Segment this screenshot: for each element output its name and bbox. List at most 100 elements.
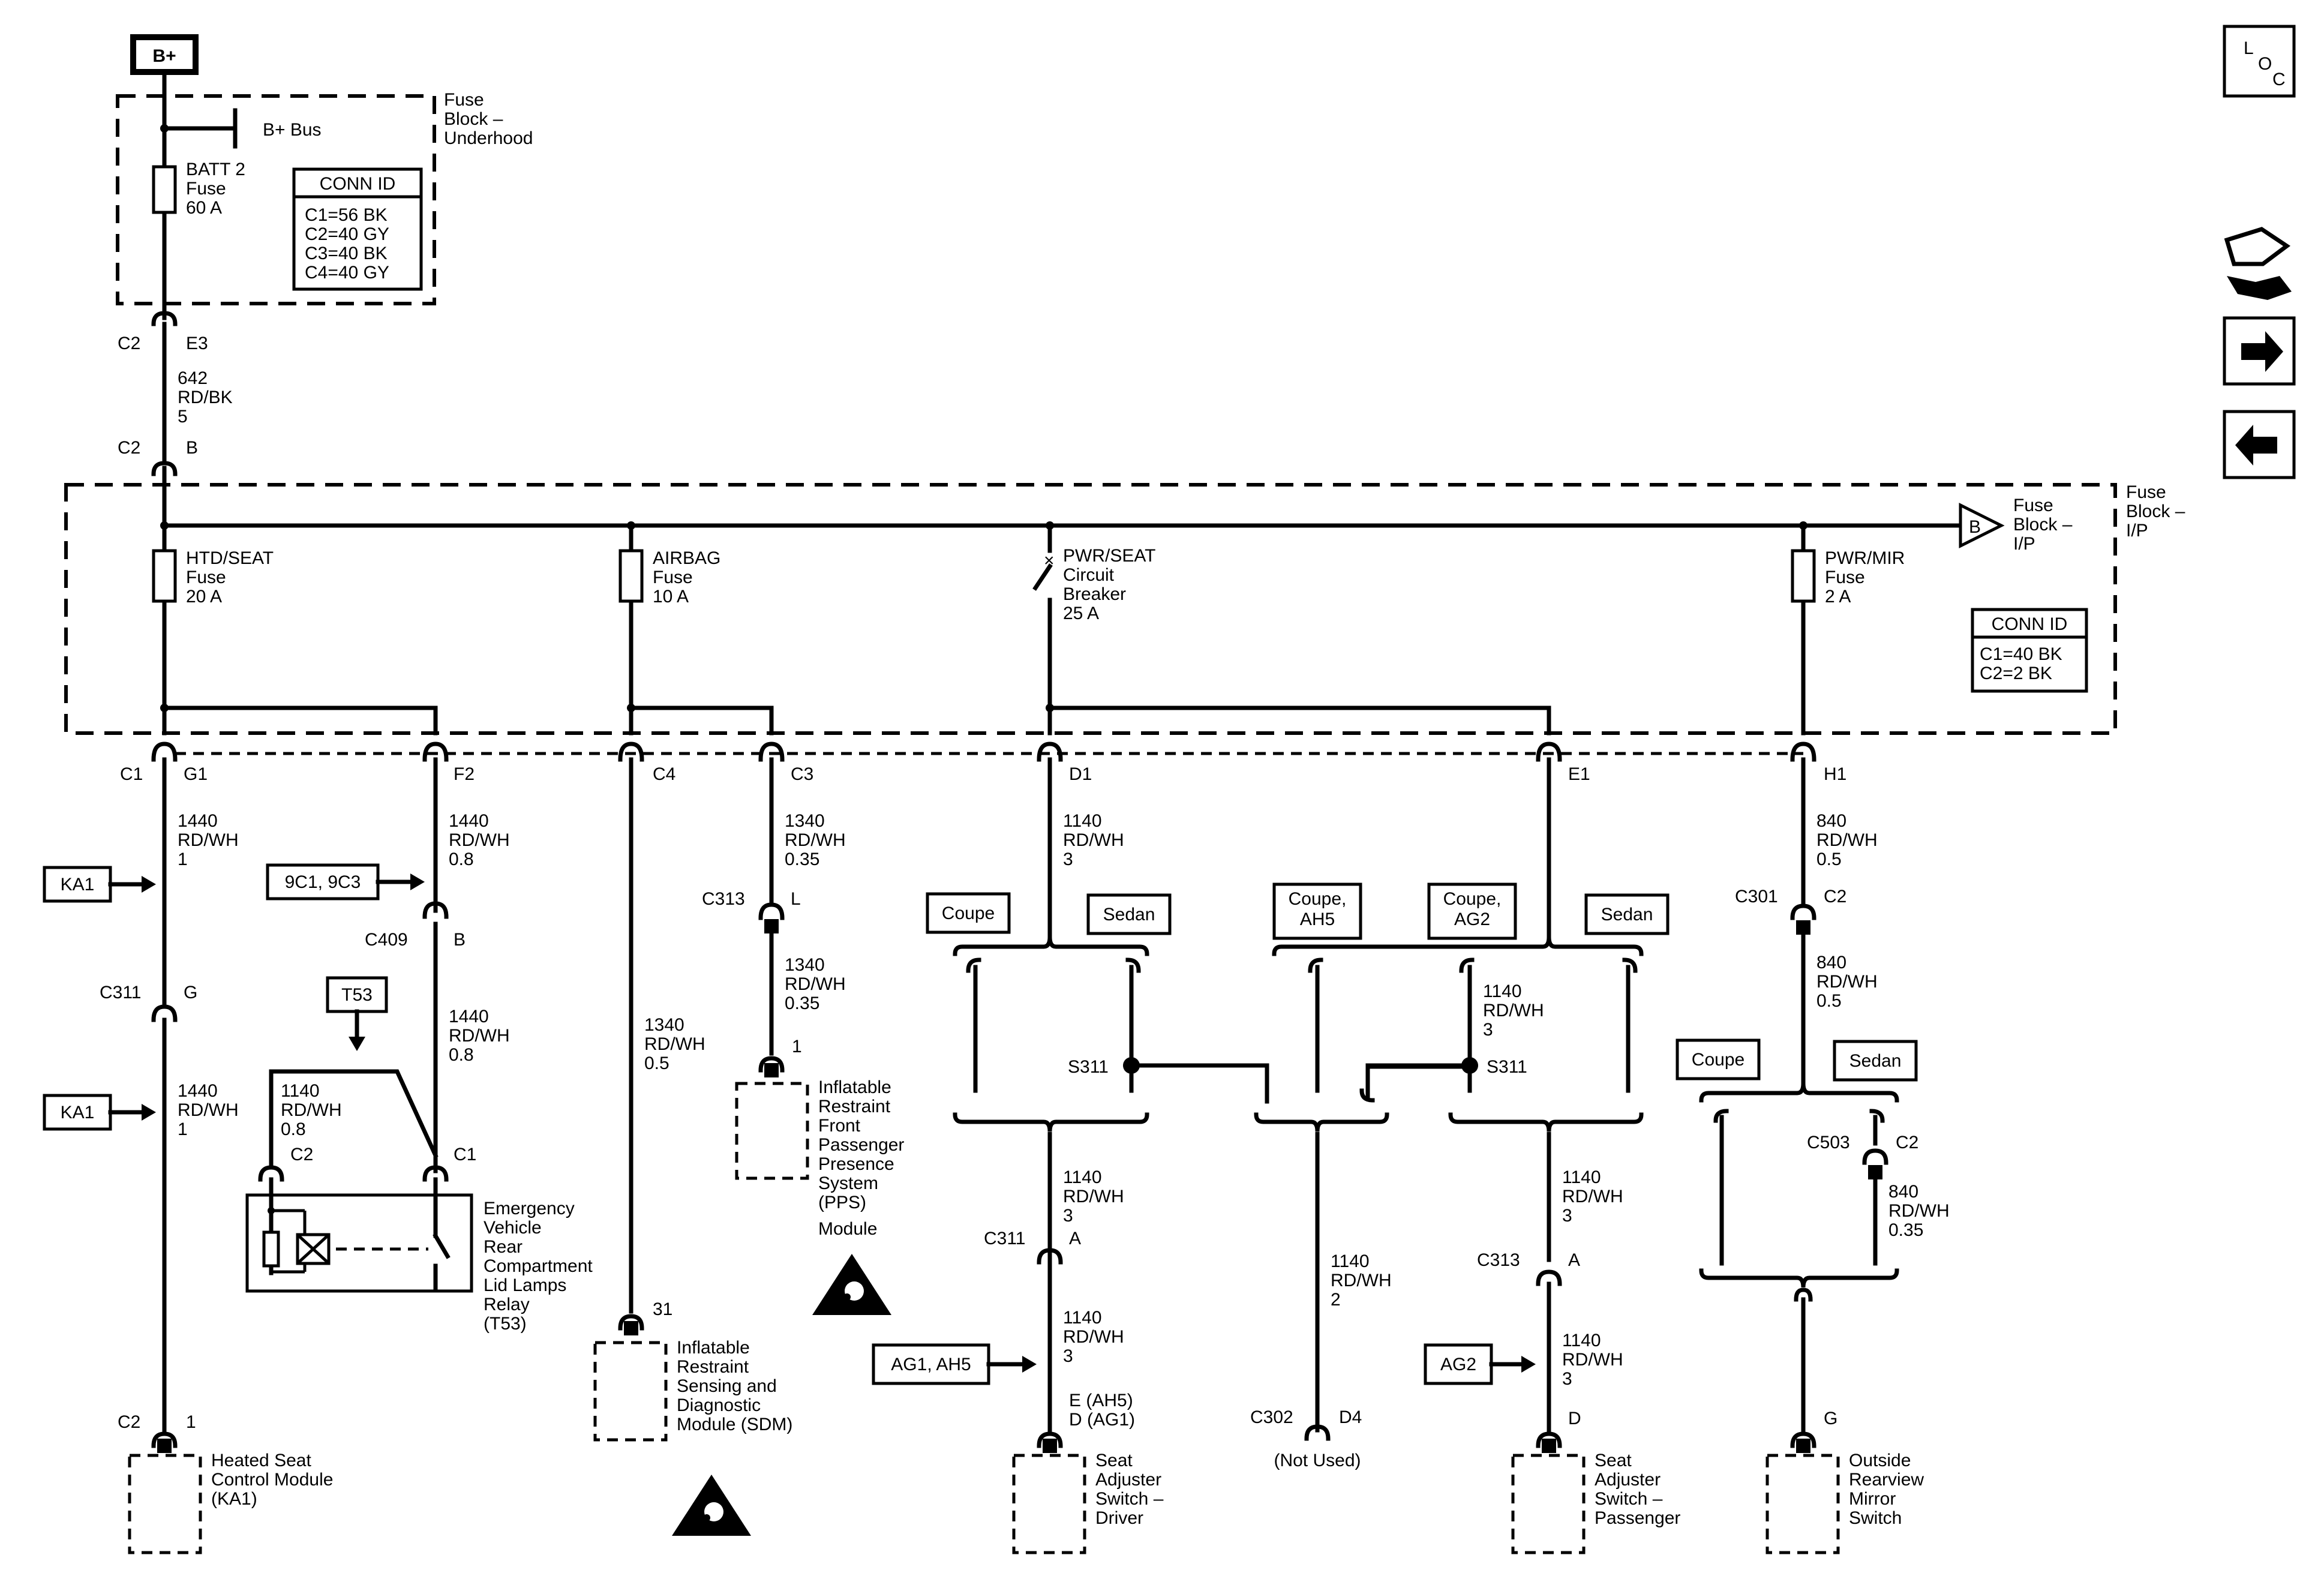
connector-label: C4 bbox=[653, 764, 675, 784]
fuse-label: Circuit bbox=[1063, 565, 1115, 585]
heated-seat-circuit: 1440 RD/WH 1 KA1 C311 G KA1 1440 RD/WH 1… bbox=[43, 757, 333, 1554]
connector-label: C2 bbox=[290, 1145, 313, 1164]
wire-gauge: 5 bbox=[178, 407, 188, 427]
connector-label: C409 bbox=[365, 930, 408, 950]
fuse-label: HTD/SEAT bbox=[186, 548, 274, 568]
wire-color: RD/WH bbox=[281, 1100, 342, 1120]
option-tag-ka1[interactable]: KA1 bbox=[43, 866, 156, 903]
diagnostic-tool-icon[interactable] bbox=[2224, 227, 2292, 300]
ip-arrow-text: Block – bbox=[2013, 515, 2073, 535]
module-label: Adjuster bbox=[1095, 1470, 1161, 1490]
option-tag-9c1-9c3[interactable]: 9C1, 9C3 bbox=[266, 863, 425, 900]
module-label: Emergency bbox=[484, 1199, 575, 1218]
airbag-fuse-symbol bbox=[618, 549, 644, 603]
option-tag-sedan-passenger[interactable]: Sedan bbox=[1584, 893, 1670, 935]
conn-id-title: CONN ID bbox=[320, 174, 396, 194]
option-tag-ag1-ah5[interactable]: AG1, AH5 bbox=[872, 1343, 1037, 1385]
back-arrow-button[interactable] bbox=[2223, 410, 2296, 479]
pwr-mir-fuse-symbol bbox=[1791, 549, 1816, 603]
wire-color: RD/WH bbox=[785, 974, 846, 994]
option-tag-coupe-ah5[interactable]: Coupe, AH5 bbox=[1272, 882, 1362, 940]
wire-color: RD/WH bbox=[1331, 1271, 1392, 1290]
pin-label: C2 bbox=[1824, 887, 1846, 906]
option-tag-sedan[interactable]: Sedan bbox=[1086, 893, 1172, 935]
module-label: Diagnostic bbox=[677, 1395, 761, 1415]
module-label: Relay bbox=[484, 1295, 530, 1314]
pin-label: L bbox=[791, 889, 801, 909]
pin-label: 1 bbox=[186, 1412, 196, 1432]
module-label: Seat bbox=[1095, 1451, 1133, 1470]
wire-number: 840 bbox=[1888, 1182, 1918, 1202]
wire-color: RD/WH bbox=[449, 830, 510, 850]
connector-label: C313 bbox=[1477, 1250, 1520, 1270]
module-label: Module bbox=[818, 1219, 877, 1239]
wire-number: 1340 bbox=[785, 955, 825, 975]
fuse-label: AIRBAG bbox=[653, 548, 720, 568]
module-label: Restraint bbox=[818, 1097, 891, 1116]
wire-color: RD/WH bbox=[1063, 1187, 1124, 1206]
airbag-warning-icon bbox=[812, 1254, 891, 1315]
module-label: Heated Seat bbox=[211, 1451, 311, 1470]
option-label: Sedan bbox=[1103, 905, 1155, 924]
connector-label: C3 bbox=[791, 764, 813, 784]
ip-arrow-text: Fuse bbox=[2013, 496, 2053, 515]
module-label: Compartment bbox=[484, 1256, 593, 1276]
arrow-left-icon bbox=[2235, 425, 2277, 466]
conn-id-row: C2=40 GY bbox=[305, 224, 389, 244]
module-label: Inflatable bbox=[677, 1338, 750, 1358]
pin-label: G bbox=[184, 983, 197, 1002]
module-label: Sensing and bbox=[677, 1376, 777, 1396]
wire-number: 642 bbox=[178, 368, 208, 388]
module-label: (KA1) bbox=[211, 1489, 257, 1509]
wire-gauge: 0.35 bbox=[785, 849, 819, 869]
pin-label: D1 bbox=[1069, 764, 1092, 784]
connector-label: C302 bbox=[1250, 1407, 1293, 1427]
wire-color: RD/WH bbox=[178, 1100, 239, 1120]
underhood-title-1: Fuse bbox=[444, 90, 484, 110]
conn-id-row: C2=2 BK bbox=[1980, 664, 2052, 683]
pin-label: B bbox=[454, 930, 466, 950]
option-tag-ag2[interactable]: AG2 bbox=[1424, 1343, 1536, 1385]
module-label: Mirror bbox=[1849, 1489, 1896, 1509]
forward-arrow-button[interactable] bbox=[2223, 316, 2296, 386]
pwr-seat-circuit-breaker-symbol: × bbox=[1032, 551, 1055, 591]
module-label: Switch – bbox=[1595, 1489, 1663, 1509]
pin-label: E1 bbox=[1568, 764, 1590, 784]
wire-number: 1440 bbox=[178, 1081, 218, 1101]
option-tag-coupe-ag2[interactable]: Coupe, AG2 bbox=[1427, 882, 1517, 940]
fuse-label: Fuse bbox=[653, 568, 693, 587]
ip-block-arrow bbox=[1959, 502, 2005, 549]
wire-gauge: 3 bbox=[1063, 849, 1073, 869]
fuse-label: 25 A bbox=[1063, 604, 1099, 623]
bplus-bus-label: B+ Bus bbox=[263, 120, 322, 140]
fuse-label: PWR/MIR bbox=[1825, 548, 1905, 568]
wire-number: 1140 bbox=[1063, 1308, 1102, 1328]
module-label: Module (SDM) bbox=[677, 1415, 792, 1434]
fuse-label: 10 A bbox=[653, 587, 689, 607]
loc-button[interactable]: L O C bbox=[2223, 25, 2296, 98]
option-label: Coupe, bbox=[1289, 889, 1347, 909]
option-tag-sedan-mirror[interactable]: Sedan bbox=[1833, 1040, 1918, 1082]
wire-color: RD/WH bbox=[1483, 1001, 1544, 1020]
ip-block-arrow-label: B bbox=[1969, 517, 1981, 537]
option-tag-t53[interactable]: T53 bbox=[326, 976, 388, 1051]
option-label: AH5 bbox=[1300, 909, 1335, 929]
wire-color: RD/BK bbox=[178, 388, 233, 407]
module-label: Seat bbox=[1595, 1451, 1632, 1470]
wire-gauge: 2 bbox=[1331, 1290, 1341, 1310]
option-tag-ka1-lower[interactable]: KA1 bbox=[43, 1094, 156, 1131]
pin-label: E (AH5) bbox=[1069, 1391, 1133, 1410]
fuse-label: Fuse bbox=[186, 568, 226, 587]
option-tag-coupe[interactable]: Coupe bbox=[926, 892, 1011, 934]
conn-id-row: C4=40 GY bbox=[305, 263, 389, 283]
option-tag-coupe-mirror[interactable]: Coupe bbox=[1676, 1038, 1761, 1080]
option-label: Coupe bbox=[942, 903, 995, 923]
pin-label: E3 bbox=[186, 334, 208, 353]
conn-id-title: CONN ID bbox=[1992, 614, 2068, 634]
pin-label: F2 bbox=[454, 764, 475, 784]
connector-label: C1 bbox=[454, 1145, 476, 1164]
wire-color: RD/WH bbox=[785, 830, 846, 850]
wire-number: 1140 bbox=[1483, 981, 1522, 1001]
wire-number: 1140 bbox=[281, 1081, 320, 1101]
